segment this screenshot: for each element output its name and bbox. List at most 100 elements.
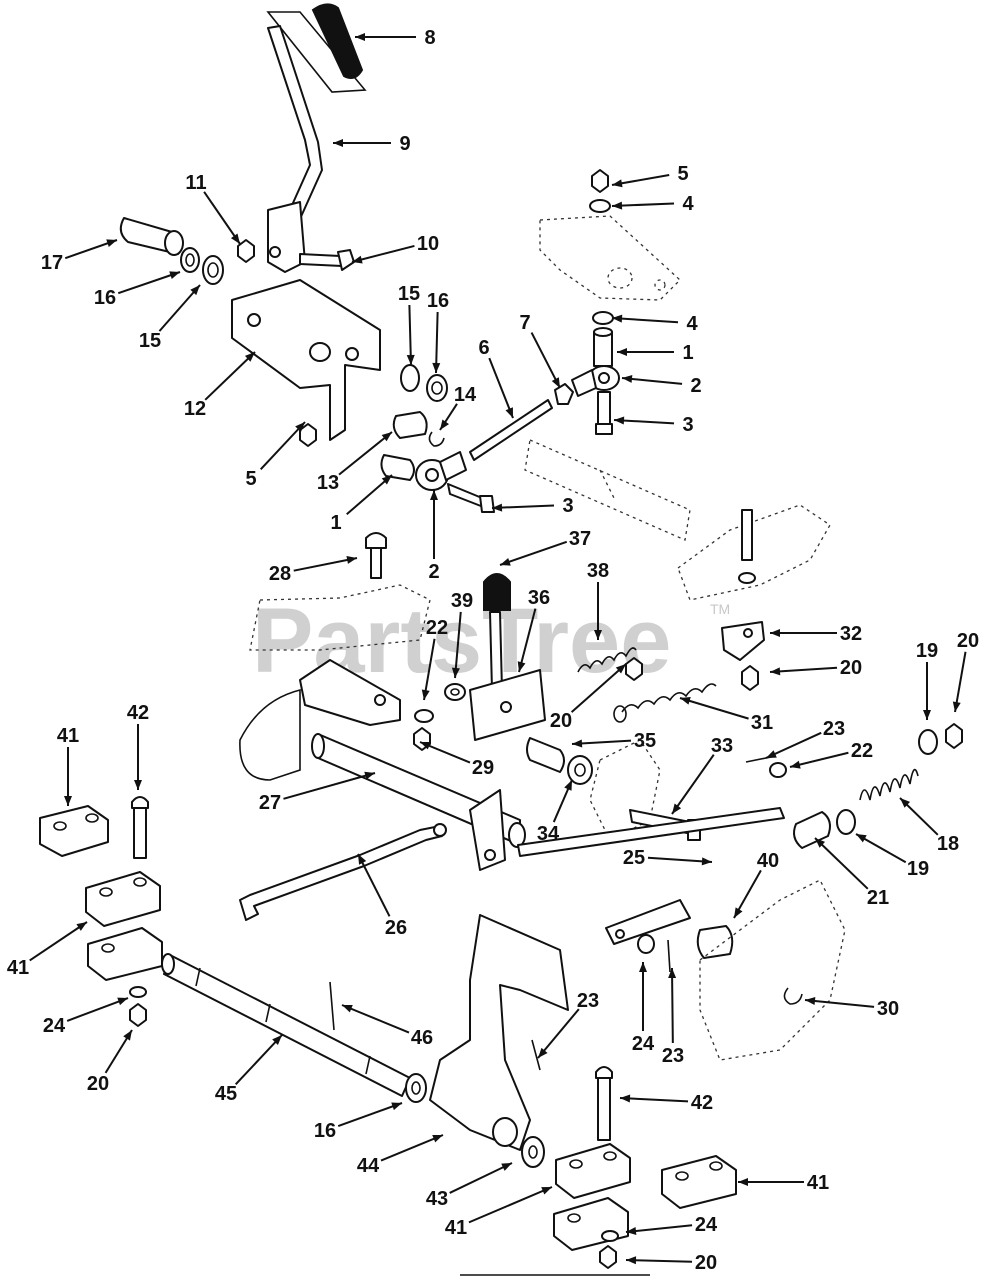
leader-line-c23b (537, 1008, 580, 1059)
arrowhead-c37 (500, 558, 511, 566)
leader-line-c20a (954, 651, 967, 713)
clip-part-30 (783, 987, 803, 1005)
leader-line-c44 (380, 1134, 444, 1162)
leader-line-c2a (621, 377, 683, 385)
lower-plate-outline (699, 879, 846, 1061)
arrowhead-c20a (952, 701, 961, 712)
callout-label-c31: 31 (751, 712, 773, 734)
carriage-bolt-head-42b (595, 1066, 613, 1079)
nut-part-11 (237, 239, 255, 263)
callout-label-c33: 33 (711, 735, 733, 757)
callout-label-c1b: 1 (330, 512, 341, 534)
callout-label-c3a: 3 (682, 414, 693, 436)
callout-label-c22a: 22 (426, 617, 448, 639)
arrowhead-c5b (295, 422, 305, 432)
callout-label-c27: 27 (259, 792, 281, 814)
callout-label-c22b: 22 (851, 740, 873, 762)
washer-part-24a (129, 986, 147, 998)
bracket-body (231, 279, 381, 441)
leader-line-c16b (435, 311, 439, 374)
callout-label-c45: 45 (215, 1083, 237, 1105)
callout-label-c20d: 20 (87, 1073, 109, 1095)
leader-line-c21 (814, 837, 869, 890)
bushing-part-13 (392, 411, 428, 439)
leader-line-c20b (769, 666, 838, 673)
bolt-part-10 (299, 253, 343, 267)
leader-line-c4b (611, 317, 679, 324)
washer-part-39 (444, 683, 466, 701)
callout-label-c42a: 42 (127, 702, 149, 724)
washer-part-22a (414, 709, 434, 723)
callout-label-c16b: 16 (427, 290, 449, 312)
callout-label-c32: 32 (840, 623, 862, 645)
arrowhead-c6 (505, 407, 513, 418)
arrowhead-c41a (64, 796, 72, 806)
leader-line-c33 (671, 754, 715, 815)
arrowhead-c43 (501, 1163, 512, 1171)
callout-label-c26: 26 (385, 917, 407, 939)
carriage-bolt-part-28 (370, 547, 382, 579)
callout-label-c25: 25 (623, 847, 645, 869)
arrowhead-c8 (355, 33, 365, 41)
callout-label-c19a: 19 (916, 640, 938, 662)
leader-line-c3a (613, 419, 675, 425)
leader-line-c3b (491, 504, 555, 509)
arrowhead-c2a (622, 374, 633, 383)
arrowhead-c4b (612, 314, 623, 323)
arrowhead-c34 (564, 780, 572, 791)
leader-line-c26 (357, 853, 391, 917)
leader-line-c22a (423, 638, 436, 701)
bushing-17-end (164, 230, 184, 256)
callout-label-c23c: 23 (662, 1045, 684, 1067)
arrowhead-c24a (117, 997, 128, 1006)
washer-part-43 (521, 1136, 545, 1168)
leader-line-c15b (408, 304, 412, 366)
callout-label-c13: 13 (317, 472, 339, 494)
callout-label-c2b: 2 (428, 561, 439, 583)
arrowhead-c25 (701, 857, 712, 866)
carriage-bolt-head-42a (131, 796, 149, 809)
callout-label-c20c: 20 (550, 710, 572, 732)
leader-line-c27 (283, 772, 376, 800)
nut-part-20a (945, 723, 963, 749)
arrowhead-c22b (790, 760, 801, 769)
washer-part-16 (180, 247, 200, 273)
callout-label-c28: 28 (269, 563, 291, 585)
callout-label-c46: 46 (411, 1027, 433, 1049)
arrowhead-c20b (770, 667, 781, 676)
shaft-bracket (299, 659, 401, 726)
shaft-part-45 (163, 954, 411, 1097)
threaded-rod-part-6 (469, 399, 553, 461)
callout-label-c44: 44 (357, 1155, 380, 1177)
carriage-bolt-head-28 (365, 532, 387, 549)
arrowhead-c16c (391, 1102, 402, 1111)
leader-line-c30 (804, 999, 875, 1008)
arrowhead-c23a (766, 750, 777, 758)
callout-label-c21: 21 (867, 887, 889, 909)
callout-label-c35: 35 (634, 730, 656, 752)
nut-part-20b (741, 665, 759, 691)
nut-part-5a (591, 169, 609, 193)
arrowhead-c13 (381, 432, 392, 442)
callout-label-c29: 29 (472, 757, 494, 779)
callout-label-c20b: 20 (840, 657, 862, 679)
callout-label-c20e: 20 (695, 1252, 717, 1274)
callout-label-c23a: 23 (823, 718, 845, 740)
washer-part-24b (637, 934, 655, 954)
leader-line-c45 (234, 1034, 283, 1086)
arrowhead-c14 (440, 419, 449, 430)
leader-line-c23a (765, 731, 822, 759)
washer-part-16c (405, 1073, 427, 1103)
washer-part-34 (567, 755, 593, 785)
callout-label-c1a: 1 (682, 342, 693, 364)
arrowhead-c42b (620, 1094, 631, 1103)
callout-label-c30: 30 (877, 998, 899, 1020)
spring-part-38 (577, 647, 637, 673)
arrowhead-c24c (626, 1227, 637, 1235)
leader-line-c6 (488, 357, 514, 419)
clamp-block-part-41e (661, 1155, 737, 1209)
knob-outline (266, 11, 367, 93)
bushing-part-1a (593, 331, 613, 367)
bushing-group-top-left (119, 217, 224, 285)
arrowhead-c15a (190, 285, 200, 296)
